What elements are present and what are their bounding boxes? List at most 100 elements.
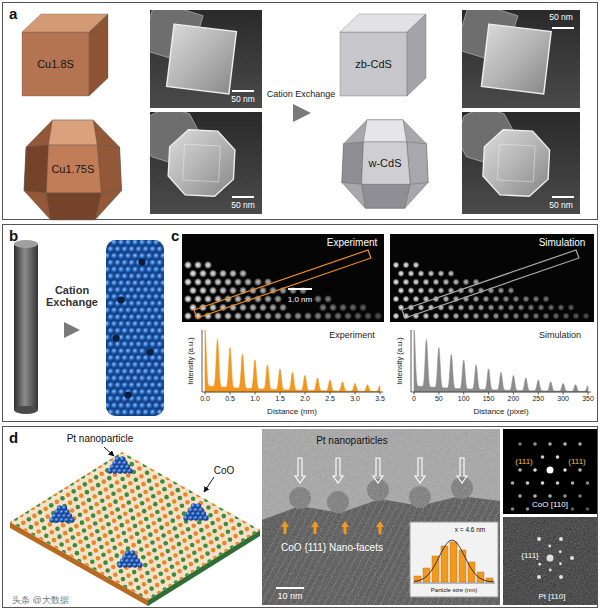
diffraction-spot <box>548 545 551 548</box>
shell-atom <box>106 321 112 329</box>
diffraction-spot <box>563 468 567 472</box>
atom-column <box>493 296 500 303</box>
shell-atom <box>108 382 116 390</box>
fft-background <box>503 429 597 514</box>
crystal-shape <box>340 14 426 96</box>
lattice-atom <box>219 506 224 511</box>
shell-atom <box>106 307 112 315</box>
shell-atom <box>108 273 116 281</box>
shell-atom <box>108 246 116 254</box>
lattice-atom <box>185 500 190 505</box>
cube-front-face <box>340 32 407 96</box>
lattice-atom <box>19 513 24 518</box>
label-holder: 3.0 <box>350 395 360 403</box>
atom-column <box>264 312 272 320</box>
shell-atom <box>106 294 112 302</box>
shell-atom <box>118 280 126 288</box>
lattice-atom <box>160 479 165 484</box>
panel-letter-holder: a <box>9 5 17 23</box>
shell-atom <box>136 396 144 404</box>
tick-label: 3.0 <box>350 395 360 402</box>
shell-atom <box>111 280 119 288</box>
shell-atom <box>115 409 123 416</box>
lattice-atom <box>89 533 94 538</box>
shell-atom <box>150 382 158 390</box>
lattice-atom <box>109 557 114 562</box>
label-holder: Experiment <box>329 331 375 341</box>
lattice-atom <box>83 482 88 487</box>
atom-column <box>393 262 400 269</box>
atom-column <box>199 270 207 278</box>
lattice-atom <box>164 568 169 573</box>
shell-atom <box>111 307 119 315</box>
atom-column <box>543 313 550 320</box>
lattice-atom <box>173 553 178 558</box>
shell-atom <box>146 240 154 247</box>
histogram-background <box>410 522 498 597</box>
lattice-atom <box>70 508 75 513</box>
label-holder: 350 <box>582 395 594 403</box>
label-holder: (111) <box>515 458 533 467</box>
atom-column <box>344 312 352 320</box>
diffraction-spot <box>541 455 545 459</box>
lattice-atom <box>258 528 263 533</box>
lattice-atom <box>8 520 13 525</box>
shell-atom <box>106 253 112 261</box>
lattice-atom <box>169 537 174 542</box>
shell-atom <box>108 368 116 376</box>
shell-atom <box>108 409 116 416</box>
lattice-atom <box>188 562 193 567</box>
shell-atom <box>122 355 130 363</box>
label-holder: 头条 @大数据 <box>12 596 69 606</box>
histogram-bar <box>423 568 430 582</box>
atom-column <box>508 304 515 311</box>
lattice-atom <box>188 535 193 540</box>
lattice-atom <box>214 509 219 514</box>
label-holder: 150 <box>483 395 495 403</box>
crystal-label-holder: Cu1.8S <box>37 58 74 70</box>
lattice-atom <box>68 500 73 505</box>
lattice-atom <box>172 499 177 504</box>
lattice-atom <box>79 493 84 498</box>
lattice-atom <box>210 521 215 526</box>
lattice-atom <box>140 501 145 506</box>
shell-atom <box>164 382 165 390</box>
lattice-atom <box>100 499 105 504</box>
tick-label: 350 <box>582 395 594 402</box>
shell-atom <box>108 328 116 336</box>
shell-atom <box>132 362 140 370</box>
lattice-atom <box>104 514 109 519</box>
diffraction-spot <box>570 556 574 560</box>
lattice-atom <box>212 502 217 507</box>
lattice-atom <box>80 547 85 552</box>
lattice-atom <box>120 450 125 455</box>
shell-atom <box>139 266 147 274</box>
shell-atom <box>160 280 164 288</box>
shell-atom <box>143 341 151 349</box>
histogram-bar <box>450 542 457 582</box>
shell-atom <box>164 287 165 295</box>
lattice-atom <box>150 467 155 472</box>
lattice-atom <box>170 491 175 496</box>
chart-title: Experiment <box>329 330 375 340</box>
diffraction-spot <box>541 481 545 485</box>
lattice-atom <box>181 557 186 562</box>
line-profile-box <box>402 250 579 318</box>
lattice-atom <box>59 542 64 547</box>
lattice-atom <box>40 518 45 523</box>
shell-atom <box>122 273 130 281</box>
shell-atom <box>132 253 140 261</box>
atom-column <box>448 270 455 277</box>
stem-background <box>182 234 384 322</box>
atom-column <box>483 296 490 303</box>
shell-atom <box>153 402 161 410</box>
lattice-atom <box>81 474 86 479</box>
cube-front-face <box>22 32 89 96</box>
tick-mark <box>330 392 331 395</box>
stem-experiment <box>182 234 384 322</box>
atom-column <box>189 270 197 278</box>
shell-atom <box>150 273 158 281</box>
lattice-atom <box>161 533 166 538</box>
shell-atom <box>157 355 164 363</box>
